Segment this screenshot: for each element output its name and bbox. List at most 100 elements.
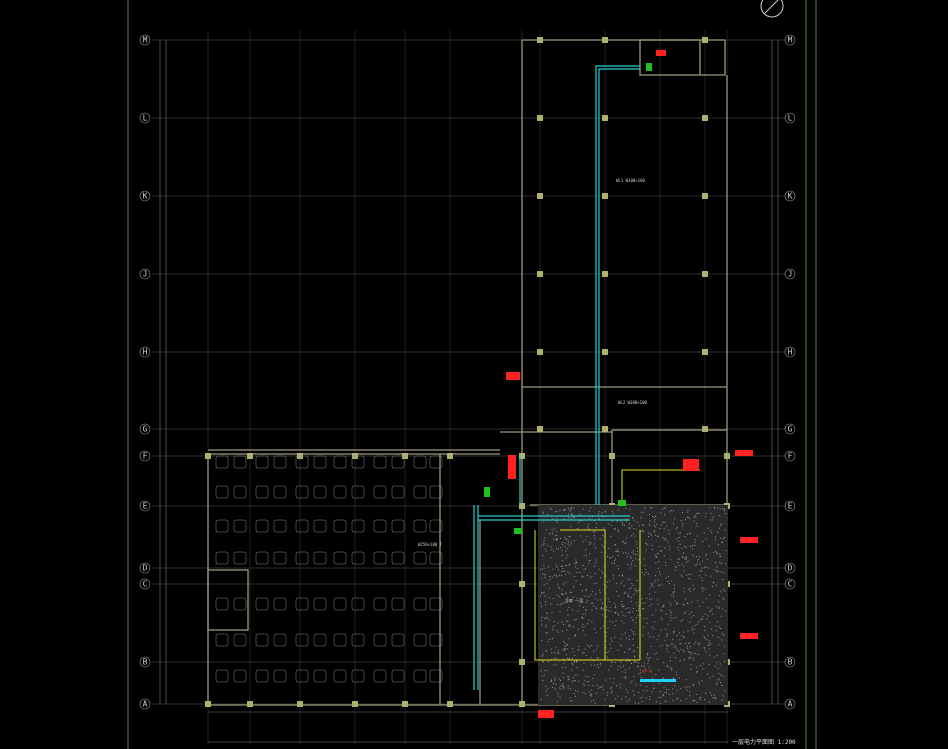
column-mark — [602, 349, 608, 355]
seat-mark — [255, 633, 269, 647]
grid-axis-label: F — [143, 452, 148, 461]
seat-mark — [333, 669, 347, 683]
grid-axis-label: C — [143, 580, 148, 589]
seat-mark — [391, 669, 405, 683]
seat-mark — [333, 597, 347, 611]
seat-mark — [255, 519, 269, 533]
column-mark — [702, 37, 708, 43]
column-mark — [702, 426, 708, 432]
grid-bubble — [784, 698, 796, 710]
seat-mark — [295, 597, 309, 611]
seat-mark — [233, 633, 247, 647]
seat-mark — [295, 455, 309, 469]
column-mark — [447, 453, 453, 459]
grid-axis-label: A — [143, 700, 148, 709]
grid-axis-label: K — [788, 192, 793, 201]
grid-axis-label: J — [788, 270, 793, 279]
seat-mark — [391, 597, 405, 611]
cold-room-area: 冷库-一层 — [538, 505, 728, 705]
column-mark — [519, 701, 525, 707]
seat-mark — [413, 669, 427, 683]
cable-label-lower: W250×100 T — [418, 542, 443, 547]
panel-label: AP-3 — [742, 634, 752, 639]
seat-mark — [373, 455, 387, 469]
seat-mark — [313, 519, 327, 533]
column-mark — [702, 271, 708, 277]
grid-bubble — [139, 34, 151, 46]
column-mark — [447, 701, 453, 707]
grid-axis-label: G — [143, 425, 148, 434]
seat-mark — [313, 455, 327, 469]
seat-mark — [351, 551, 365, 565]
column-mark — [247, 453, 253, 459]
seat-mark — [255, 597, 269, 611]
grid-axis-label: L — [788, 114, 793, 123]
seat-mark — [313, 597, 327, 611]
seat-mark — [273, 455, 287, 469]
seat-mark — [273, 551, 287, 565]
column-mark — [352, 701, 358, 707]
seat-mark — [215, 455, 229, 469]
seat-mark — [429, 551, 443, 565]
seat-mark — [273, 485, 287, 499]
column-mark — [537, 426, 543, 432]
seat-mark — [273, 669, 287, 683]
seat-mark — [255, 669, 269, 683]
seat-mark — [313, 669, 327, 683]
seat-mark — [333, 455, 347, 469]
seat-mark — [373, 669, 387, 683]
seat-mark — [429, 669, 443, 683]
panel-label: AP-1 — [737, 451, 747, 456]
grid-axis-label: H — [143, 348, 148, 357]
drawing-title: 一层电力平面图 1:200 — [732, 738, 796, 746]
grid-bubble — [784, 562, 796, 574]
grid-bubble — [139, 423, 151, 435]
seat-mark — [429, 519, 443, 533]
seat-mark — [333, 551, 347, 565]
grid-bubble — [139, 112, 151, 124]
grid-bubble — [139, 268, 151, 280]
column-mark — [537, 349, 543, 355]
grid-bubble — [784, 346, 796, 358]
column-mark — [537, 37, 543, 43]
column-mark — [702, 349, 708, 355]
grid-bubble — [139, 346, 151, 358]
seat-mark — [313, 633, 327, 647]
seat-mark — [413, 597, 427, 611]
grid-axis-label: B — [788, 658, 793, 667]
seat-mark — [373, 551, 387, 565]
seat-mark — [413, 519, 427, 533]
grid-axis-label: G — [788, 425, 793, 434]
grid-bubble — [784, 112, 796, 124]
seat-mark — [313, 485, 327, 499]
grid-axis-label: M — [788, 36, 793, 45]
grid-bubble — [139, 190, 151, 202]
seat-mark — [351, 519, 365, 533]
grid-axis-label: E — [788, 502, 793, 511]
seat-mark — [351, 669, 365, 683]
seat-mark — [273, 519, 287, 533]
seat-mark — [233, 551, 247, 565]
seat-mark — [255, 455, 269, 469]
grid-axis-label: B — [143, 658, 148, 667]
seat-mark — [391, 633, 405, 647]
seat-mark — [429, 633, 443, 647]
seat-mark — [429, 597, 443, 611]
seat-mark — [429, 455, 443, 469]
seat-mark — [313, 551, 327, 565]
grid-bubble — [784, 500, 796, 512]
seat-mark — [429, 485, 443, 499]
column-mark — [702, 115, 708, 121]
column-mark — [702, 193, 708, 199]
seat-mark — [351, 485, 365, 499]
grid-bubble — [139, 578, 151, 590]
grid-bubble — [784, 268, 796, 280]
column-mark — [519, 503, 525, 509]
seat-mark — [215, 633, 229, 647]
grid-bubble — [139, 562, 151, 574]
grid-bubble — [139, 450, 151, 462]
seat-mark — [333, 633, 347, 647]
